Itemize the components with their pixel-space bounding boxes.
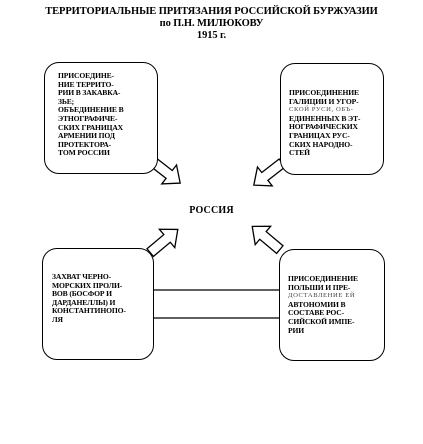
- box-line: АРМЕНИИ ПОД: [58, 131, 115, 141]
- box-line: РИИ: [288, 325, 305, 335]
- box-line: ДОСТАВЛЕНИЕ ЕЙ: [288, 292, 356, 300]
- title-line-2: по П.Н. МИЛЮКОВУ: [159, 18, 264, 29]
- box-line: ПРИСОЕДИНЕ-: [58, 71, 114, 80]
- box-line: ГРАНИЦАХ РУС-: [289, 130, 350, 140]
- box-line: ЭТНОГРАФИЧЕ-: [58, 113, 118, 123]
- box-line: СОСТАВЕ РОС-: [288, 308, 344, 318]
- box-poland-text: ПРИСОЕДИНЕНИЕ ПОЛЬШИ И ПРЕ- ДОСТАВЛЕНИЕ …: [288, 274, 358, 335]
- title-line-3: 1915 г.: [196, 30, 227, 41]
- box-line: ЛЯ: [52, 314, 63, 324]
- box-line: ЗАХВАТ ЧЕРНО-: [52, 272, 112, 281]
- box-line: СКОЙ РУСИ, ОБЪ-: [289, 106, 354, 114]
- box-line: ГАЛИЦИИ И УГОР-: [289, 96, 359, 106]
- title-line-1: ТЕРРИТОРИАЛЬНЫЕ ПРИТЯЗАНИЯ РОССИЙСКОЙ БУ…: [45, 6, 378, 17]
- box-line: РИИ В ЗАКАВКА-: [58, 88, 121, 98]
- box-galicia-text: ПРИСОЕДИНЕНИЕ ГАЛИЦИИ И УГОР- СКОЙ РУСИ,…: [289, 88, 361, 158]
- box-line: СКИХ НАРОДНО-: [289, 139, 353, 149]
- box-line: ПРИСОЕДИНЕНИЕ: [288, 274, 358, 283]
- box-poland: ПРИСОЕДИНЕНИЕ ПОЛЬШИ И ПРЕ- ДОСТАВЛЕНИЕ …: [279, 249, 385, 361]
- box-line: ОБЪЕДИНЕНИЕ В: [58, 105, 124, 115]
- box-line: НОГРАФИЧЕСКИХ: [289, 122, 358, 132]
- box-transcaucasia: ПРИСОЕДИНЕ- НИЕ ТЕРРИТО- РИИ В ЗАКАВКА- …: [44, 62, 158, 174]
- box-line: СТЕЙ: [289, 148, 310, 158]
- box-straits: ЗАХВАТ ЧЕРНО- МОРСКИХ ПРОЛИ- ВОВ (БОСФОР…: [42, 248, 154, 360]
- box-line: КОНСТАНТИНОПО-: [52, 306, 126, 316]
- box-transcaucasia-text: ПРИСОЕДИНЕ- НИЕ ТЕРРИТО- РИИ В ЗАКАВКА- …: [58, 71, 124, 158]
- box-line: ЕДИНЕННЫХ В ЭТ-: [289, 113, 361, 123]
- box-line: ПОЛЬШИ И ПРЕ-: [288, 282, 351, 292]
- box-line: МОРСКИХ ПРОЛИ-: [52, 280, 123, 290]
- box-line: АВТОНОМИИ В: [288, 299, 346, 309]
- box-line: ПРОТЕКТОРА-: [58, 139, 111, 149]
- box-line: СИЙСКОЙ ИМПЕ-: [288, 316, 355, 326]
- center-label-russia: РОССИЯ: [189, 205, 234, 216]
- box-line: ЗЬЕ;: [58, 96, 75, 106]
- box-straits-text: ЗАХВАТ ЧЕРНО- МОРСКИХ ПРОЛИ- ВОВ (БОСФОР…: [52, 272, 126, 325]
- box-line: ВОВ (БОСФОР И: [52, 289, 112, 299]
- box-line: ДАРДАНЕЛЛЫ) И: [52, 297, 116, 307]
- box-galicia: ПРИСОЕДИНЕНИЕ ГАЛИЦИИ И УГОР- СКОЙ РУСИ,…: [280, 63, 384, 175]
- box-line: НИЕ ТЕРРИТО-: [58, 79, 114, 89]
- arrow-bottom-left: [146, 228, 179, 258]
- box-line: СКИХ ГРАНИЦАХ: [58, 122, 123, 132]
- diagram-title: ТЕРРИТОРИАЛЬНЫЕ ПРИТЯЗАНИЯ РОССИЙСКОЙ БУ…: [0, 6, 423, 42]
- box-line: ТОМ РОССИИ: [58, 148, 110, 158]
- arrow-top-right: [253, 158, 287, 187]
- box-line: ПРИСОЕДИНЕНИЕ: [289, 88, 359, 97]
- arrow-bottom-right: [251, 225, 284, 255]
